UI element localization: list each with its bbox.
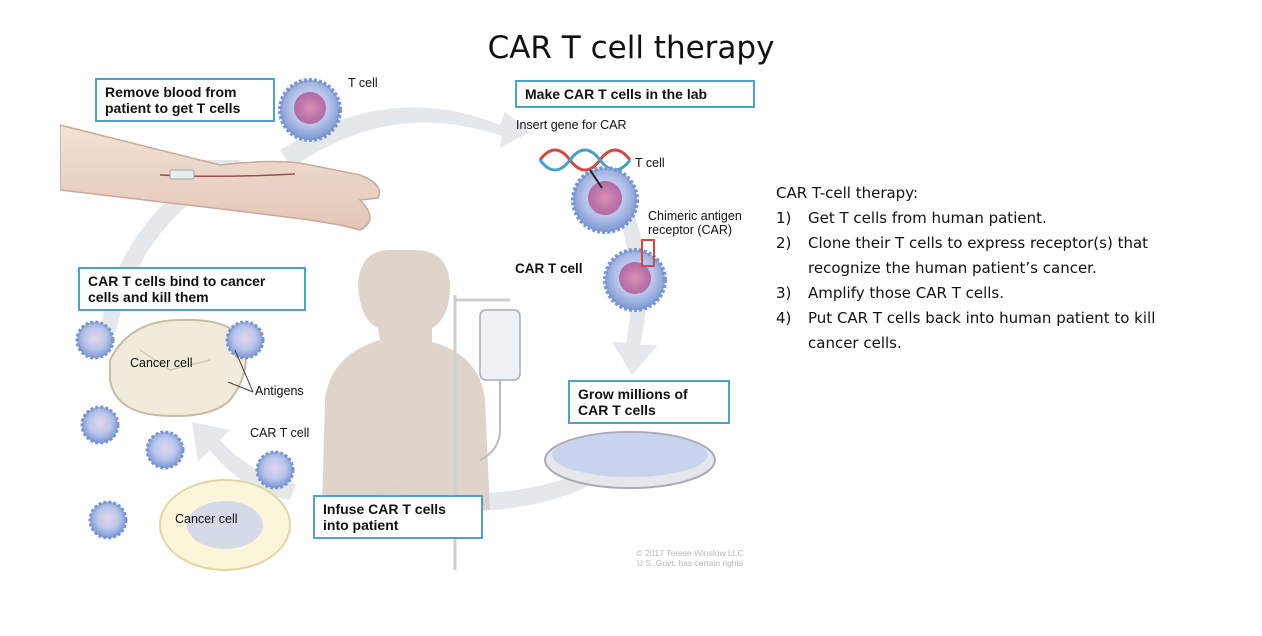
credit-line-2: U.S. Govt. has certain rights (636, 558, 744, 568)
summary-item-text: Put CAR T cells back into human patient … (808, 309, 1156, 352)
diagram-artwork (59, 78, 716, 571)
summary-item: 2) Clone their T cells to express recepto… (776, 231, 1196, 281)
patient-silhouette (322, 250, 490, 510)
page-title: CAR T cell therapy (487, 30, 775, 66)
summary-item-text: Amplify those CAR T cells. (808, 284, 1005, 302)
arm-illustration (59, 124, 381, 231)
petri-dish (544, 431, 716, 489)
label-insert-gene: Insert gene for CAR (516, 118, 627, 132)
step-infuse: Infuse CAR T cells into patient (313, 495, 483, 539)
t-cell-top (278, 78, 342, 142)
dna-strand (538, 148, 632, 172)
summary-list: 1) Get T cells from human patient. 2) Clon… (776, 206, 1196, 356)
label-t-cell-top: T cell (348, 76, 378, 90)
label-car-t-cell-bold: CAR T cell (515, 261, 583, 276)
step-make-car: Make CAR T cells in the lab (515, 80, 755, 108)
summary-item-text: Get T cells from human patient. (808, 209, 1047, 227)
summary-heading: CAR T-cell therapy: (776, 184, 919, 202)
step-grow: Grow millions of CAR T cells (568, 380, 730, 424)
summary-item: 4) Put CAR T cells back into human patien… (776, 306, 1196, 356)
label-antigens: Antigens (255, 384, 304, 398)
credit-line-1: © 2017 Terese Winslow LLC (636, 548, 744, 558)
summary-item-number: 2) (776, 234, 792, 252)
summary-item: 1) Get T cells from human patient. (776, 206, 1196, 231)
t-cell-lab (571, 166, 639, 234)
car-t-cell-lab (603, 239, 667, 312)
label-car-t-cell: CAR T cell (250, 426, 310, 440)
label-chimeric-2: receptor (CAR) (648, 223, 733, 237)
label-chimeric-1: Chimeric antigen (648, 209, 742, 223)
summary-item: 3) Amplify those CAR T cells. (776, 281, 1196, 306)
copyright-credit: © 2017 Terese Winslow LLC U.S. Govt. has… (620, 548, 760, 568)
summary-panel: CAR T-cell therapy: 1) Get T cells from h… (776, 181, 1196, 356)
label-cancer-cell-2: Cancer cell (175, 512, 238, 526)
label-t-cell-lab: T cell (635, 156, 665, 170)
cancer-cell-1 (109, 318, 247, 417)
label-cancer-cell-1: Cancer cell (130, 356, 193, 370)
summary-item-number: 3) (776, 284, 792, 302)
car-t-diagram: Remove blood from patient to get T cells… (59, 70, 760, 580)
car-t-cells-small (75, 320, 295, 540)
step-bind: CAR T cells bind to cancer cells and kil… (78, 267, 306, 311)
cancer-cell-2 (159, 479, 291, 571)
summary-item-number: 4) (776, 309, 792, 327)
summary-item-number: 1) (776, 209, 792, 227)
summary-item-text: Clone their T cells to express receptor(… (808, 234, 1149, 277)
step-remove-blood: Remove blood from patient to get T cells (95, 78, 275, 122)
